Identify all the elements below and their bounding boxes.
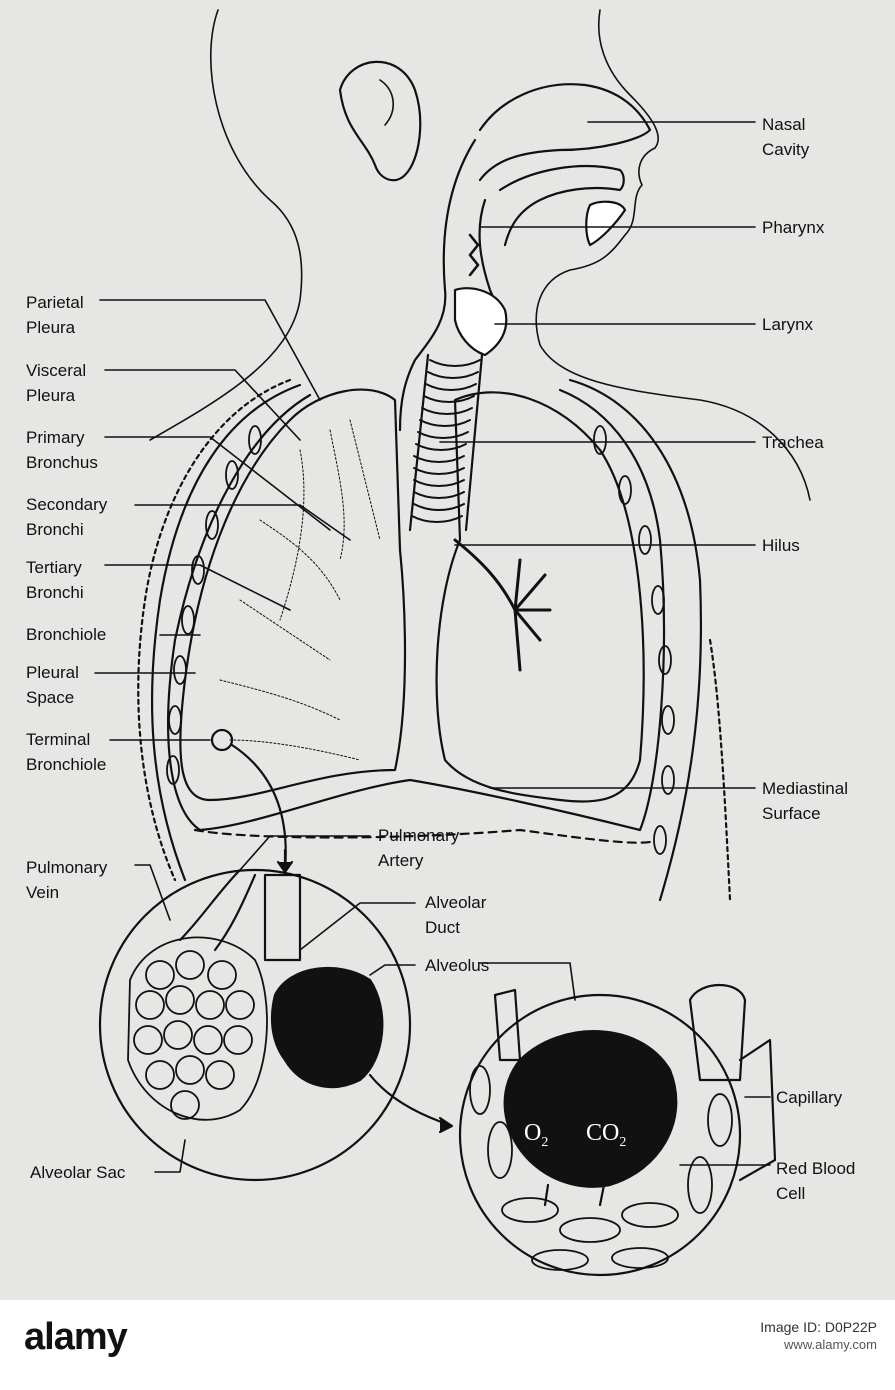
terminal-bronchiole-marker <box>210 728 234 752</box>
left-lung <box>179 388 407 802</box>
leader-lines <box>94 121 771 1173</box>
co2-label: CO2 <box>586 1120 627 1150</box>
head-outline <box>149 9 303 441</box>
label-alveolar-sac: Alveolar Sac <box>30 1163 126 1182</box>
parietal-pleura <box>167 388 666 832</box>
label-red-blood-cell: Red Blood Cell <box>776 1159 856 1203</box>
label-alveolar-duct: Alveolar Duct <box>425 893 487 937</box>
nasal-cavity-outline <box>478 83 652 182</box>
label-visceral-pleura: Visceral Pleura <box>26 361 87 405</box>
label-nasal-cavity: Nasal Cavity <box>762 115 810 159</box>
label-secondary-bronchi: Secondary Bronchi <box>26 495 108 539</box>
label-pulmonary-vein: Pulmonary Vein <box>26 858 108 902</box>
label-hilus: Hilus <box>762 536 800 555</box>
label-pleural-space: Pleural Space <box>26 663 79 707</box>
pharynx-outline <box>398 138 477 432</box>
alveolar-sac <box>127 936 268 1121</box>
label-tertiary-bronchi: Tertiary Bronchi <box>26 558 84 602</box>
label-alveolus: Alveolus <box>425 956 490 975</box>
right-lung <box>435 391 645 803</box>
alveolus-lumen <box>503 1030 678 1188</box>
ribs <box>166 425 675 855</box>
label-pulmonary-artery: Pulmonary Artery <box>378 826 460 870</box>
respiratory-illustration <box>94 9 811 1277</box>
image-id-block: Image ID: D0P22P www.alamy.com <box>760 1318 877 1354</box>
site-url: www.alamy.com <box>784 1337 877 1352</box>
brand-logo: alamy <box>24 1316 128 1358</box>
diaphragm <box>193 828 652 844</box>
fine-bronchioles <box>219 419 381 761</box>
label-bronchiole: Bronchiole <box>26 625 107 644</box>
ear <box>338 60 422 182</box>
face-profile <box>535 9 811 501</box>
magnified-alveoli-circle <box>98 868 412 1182</box>
label-pharynx: Pharynx <box>762 218 825 237</box>
diagram-panel: Nasal Cavity Pharynx Larynx Trachea Hilu… <box>0 0 895 1300</box>
image-id: Image ID: D0P22P <box>760 1319 877 1335</box>
o2-label: O2 <box>524 1120 549 1150</box>
alveolus-large <box>458 993 742 1277</box>
label-trachea: Trachea <box>762 433 824 452</box>
label-mediastinal-surface: Mediastinal Surface <box>762 779 848 823</box>
label-capillary: Capillary <box>776 1088 843 1107</box>
capillary-network <box>469 1065 733 1271</box>
label-parietal-pleura: Parietal Pleura <box>26 293 84 337</box>
label-terminal-bronchiole: Terminal Bronchiole <box>26 730 107 774</box>
alveolus-cluster <box>270 966 384 1089</box>
larynx <box>453 287 508 357</box>
bronchial-tree <box>453 538 552 672</box>
label-primary-bronchus: Primary Bronchus <box>26 428 98 472</box>
chest-wall <box>150 378 703 902</box>
label-larynx: Larynx <box>762 315 814 334</box>
footer-bar <box>0 1300 895 1390</box>
